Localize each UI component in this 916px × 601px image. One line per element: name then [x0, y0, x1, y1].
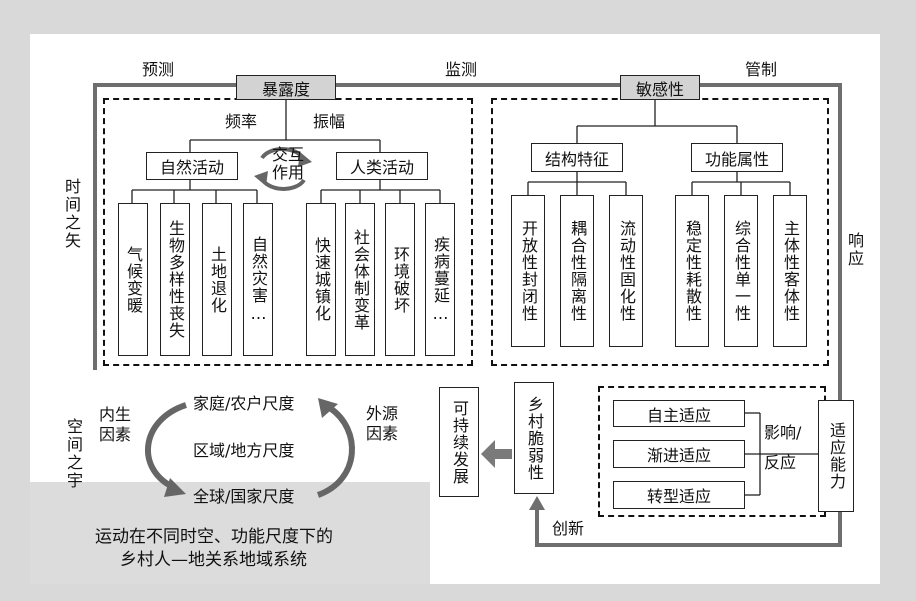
- scale-global: 全球/国家尺度: [193, 487, 295, 506]
- leaf-land-degradation: 土地退化: [202, 203, 232, 356]
- scale-household: 家庭/农户尺度: [193, 394, 295, 413]
- leaf-biodiversity-loss: 生物多样性丧失: [160, 203, 190, 356]
- outer-frame: [93, 83, 842, 418]
- exposure-group: [103, 98, 473, 366]
- label-forecast: 预测: [142, 60, 175, 79]
- label-innovation: 创新: [552, 519, 585, 538]
- natural-activity: 自然活动: [146, 152, 238, 180]
- leaf-subject-object: 主体性客体性: [773, 195, 807, 347]
- grey-band: [30, 482, 430, 584]
- caption-line1: 运动在不同时空、功能尺度下的: [95, 527, 333, 547]
- leaf-open-closed: 开放性封闭性: [511, 195, 545, 347]
- leaf-disease-spread: 疾病蔓延…: [425, 203, 455, 356]
- label-endogenous: 内生 因素: [98, 405, 131, 444]
- leaf-stable-dissipative: 稳定性耗散性: [675, 195, 709, 347]
- leaf-institutional-change: 社会体制变革: [345, 203, 375, 356]
- label-amplitude: 振幅: [313, 112, 346, 131]
- function-attributes: 功能属性: [691, 143, 783, 172]
- scale-region: 区域/地方尺度: [193, 441, 295, 460]
- leaf-climate-warming: 气候变暖: [118, 203, 148, 356]
- label-exogenous: 外源 因素: [365, 404, 398, 443]
- human-activity: 人类活动: [336, 152, 428, 180]
- label-response: 响应: [845, 232, 864, 268]
- rural-vulnerability: 乡村脆弱性: [514, 382, 554, 494]
- autonomous-adaptation: 自主适应: [613, 400, 745, 427]
- label-time-arrow: 时间之矢: [62, 178, 81, 250]
- leaf-fluid-solidified: 流动性固化性: [609, 195, 643, 347]
- block-arrow: [481, 440, 512, 468]
- structure-features: 结构特征: [531, 143, 623, 172]
- sensitivity-title: 敏感性: [620, 75, 700, 100]
- transformational-adaptation: 转型适应: [613, 481, 745, 509]
- label-monitor: 监测: [445, 60, 478, 79]
- leaf-urbanization: 快速城镇化: [306, 203, 336, 356]
- label-space: 空间之宇: [64, 418, 83, 490]
- leaf-coupled-isolated: 耦合性隔离性: [560, 195, 594, 347]
- sustainable-development: 可持续发展: [439, 387, 479, 497]
- interaction-label: 交互 作用: [271, 145, 304, 182]
- leaf-integrated-single: 综合性单一性: [724, 195, 758, 347]
- adaptive-capacity: 适应能力: [818, 400, 854, 512]
- exogenous-arrow: [316, 405, 355, 498]
- leaf-natural-disasters: 自然灾害…: [243, 203, 273, 356]
- leaf-environmental-damage: 环境破坏: [385, 203, 415, 356]
- incremental-adaptation: 渐进适应: [613, 440, 745, 468]
- label-influence-response: 影响/ 反应: [764, 423, 802, 472]
- label-frequency: 频率: [225, 112, 258, 131]
- innovation-arrow: [535, 508, 842, 547]
- caption-line2: 乡村人—地关系地域系统: [120, 550, 307, 570]
- label-control: 管制: [745, 60, 778, 79]
- exposure-title: 暴露度: [236, 75, 336, 100]
- endogenous-arrow: [145, 402, 188, 491]
